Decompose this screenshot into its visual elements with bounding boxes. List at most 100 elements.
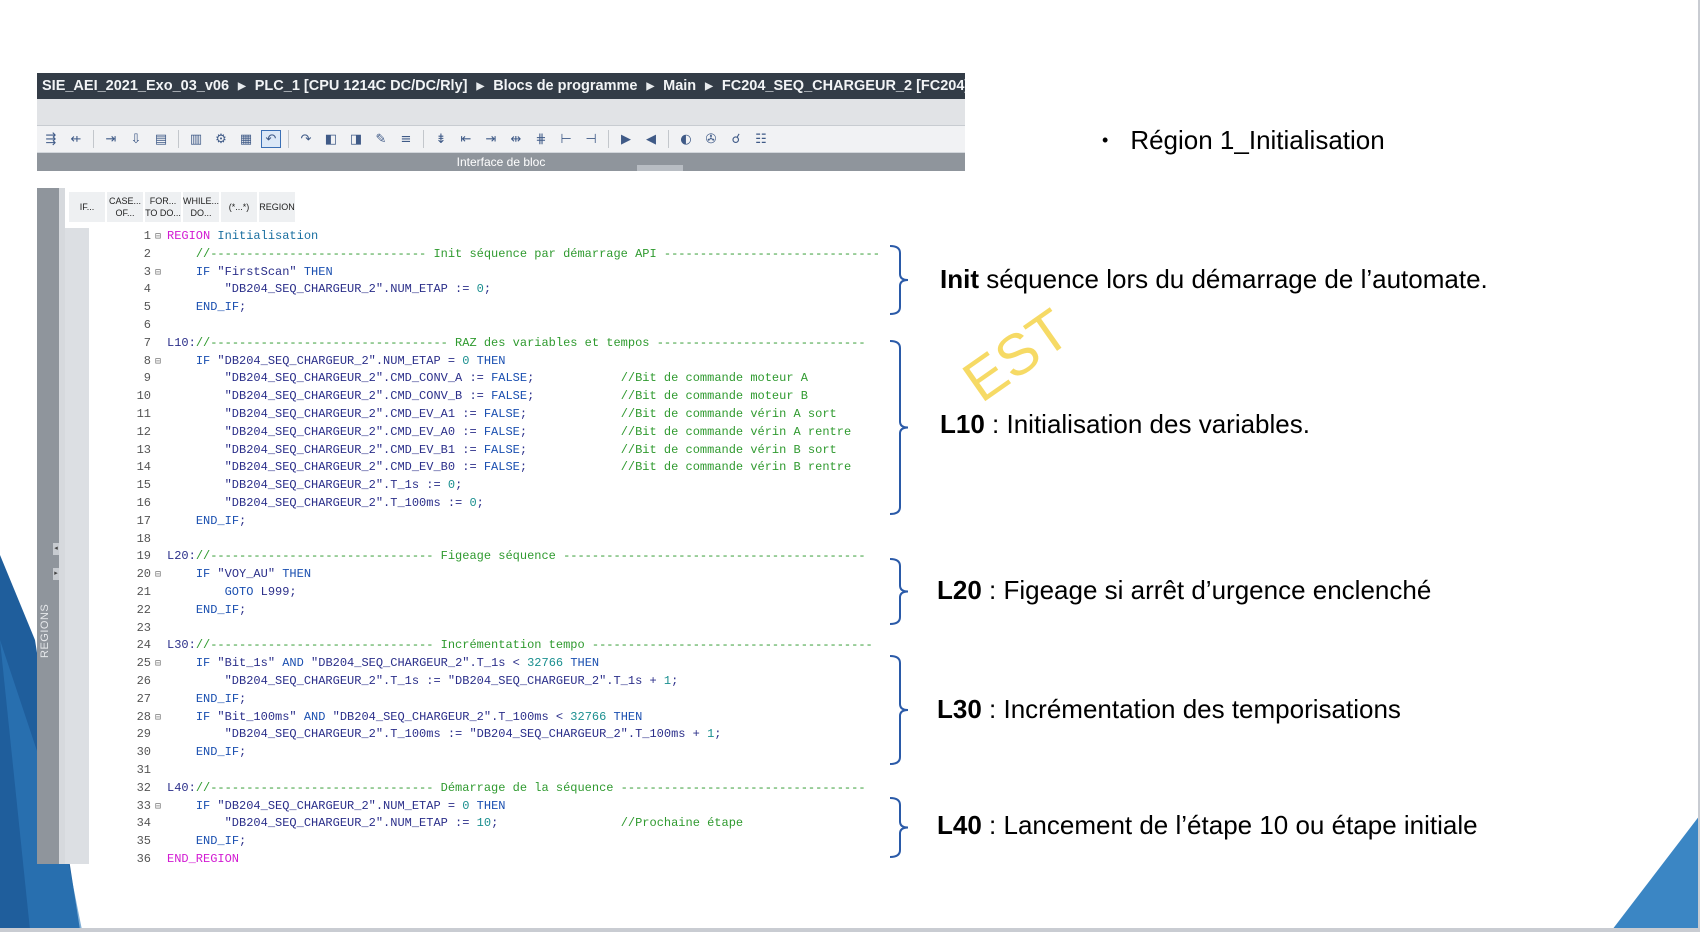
watch-icon[interactable]: ✇ — [705, 131, 717, 147]
monitor-icon[interactable]: ▥ — [189, 131, 203, 147]
code-line[interactable]: 35 END_IF; — [91, 833, 965, 851]
code-line[interactable]: 22 END_IF; — [91, 602, 965, 620]
insert-network-icon[interactable]: ⇶ — [45, 131, 57, 147]
code-text[interactable]: "DB204_SEQ_CHARGEUR_2".NUM_ETAP := 10; /… — [167, 816, 744, 831]
fold-toggle-icon[interactable]: ⊟ — [155, 658, 162, 670]
align-icon[interactable]: ⇹ — [510, 131, 522, 147]
code-text[interactable]: "DB204_SEQ_CHARGEUR_2".CMD_EV_B1 := FALS… — [167, 442, 837, 457]
code-text[interactable]: "DB204_SEQ_CHARGEUR_2".T_100ms := 0; — [167, 495, 484, 510]
code-text[interactable]: "DB204_SEQ_CHARGEUR_2".CMD_CONV_A := FAL… — [167, 371, 808, 386]
block-interface-bar[interactable]: Interface de bloc — [37, 153, 965, 171]
breadcrumb-item[interactable]: SIE_AEI_2021_Exo_03_v06 — [42, 78, 230, 94]
code-line[interactable]: 2 //------------------------------ Init … — [91, 246, 965, 264]
code-text[interactable]: END_IF; — [195, 834, 247, 849]
breadcrumb-item[interactable]: Blocs de programme — [493, 78, 638, 94]
code-text[interactable]: END_IF; — [195, 602, 247, 617]
code-text[interactable]: GOTO L999; — [224, 584, 297, 599]
code-text[interactable]: IF "DB204_SEQ_CHARGEUR_2".NUM_ETAP = 0 T… — [195, 353, 506, 368]
breakpoint-gutter[interactable] — [65, 228, 89, 864]
breadcrumb-item[interactable]: PLC_1 [CPU 1214C DC/DC/Rly] — [254, 78, 468, 94]
uncomment-icon[interactable]: ⇟ — [435, 131, 447, 147]
snippet-icon[interactable]: ▦ — [239, 131, 253, 147]
code-text[interactable]: L30://------------------------------- In… — [167, 638, 873, 653]
code-line[interactable]: 9 "DB204_SEQ_CHARGEUR_2".CMD_CONV_A := F… — [91, 370, 965, 388]
code-text[interactable]: "DB204_SEQ_CHARGEUR_2".T_1s := 0; — [167, 478, 463, 493]
error-prev-icon[interactable]: ↶ — [261, 130, 281, 148]
code-line[interactable]: 29 "DB204_SEQ_CHARGEUR_2".T_100ms := "DB… — [91, 726, 965, 744]
code-text[interactable]: END_IF; — [195, 691, 247, 706]
code-text[interactable]: END_REGION — [167, 851, 240, 864]
code-line[interactable]: 6 — [91, 317, 965, 335]
code-line[interactable]: 27 END_IF; — [91, 691, 965, 709]
code-text[interactable]: "DB204_SEQ_CHARGEUR_2".NUM_ETAP := 0; — [167, 282, 492, 297]
code-line[interactable]: 10 "DB204_SEQ_CHARGEUR_2".CMD_CONV_B := … — [91, 388, 965, 406]
regions-expand-icon[interactable]: ▸ — [53, 568, 59, 580]
collapse-icon[interactable]: ⊢ — [560, 131, 572, 147]
fold-toggle-icon[interactable]: ⊟ — [155, 711, 162, 723]
keyword-button[interactable]: CASE... OF... — [107, 192, 143, 222]
code-line[interactable]: 25⊟ IF "Bit_1s" AND "DB204_SEQ_CHARGEUR_… — [91, 655, 965, 673]
code-line[interactable]: 5 END_IF; — [91, 299, 965, 317]
bookmark-prev-icon[interactable]: ◧ — [324, 131, 338, 147]
code-line[interactable]: 17 END_IF; — [91, 513, 965, 531]
error-next-icon[interactable]: ↷ — [300, 131, 312, 147]
code-text[interactable]: END_IF; — [195, 745, 247, 760]
regions-panel[interactable]: REGIONS ◂ ▸ — [37, 188, 59, 864]
code-line[interactable]: 23 — [91, 620, 965, 638]
code-text[interactable]: "DB204_SEQ_CHARGEUR_2".CMD_EV_B0 := FALS… — [167, 460, 852, 475]
code-text[interactable]: L40://------------------------------- Dé… — [167, 780, 866, 795]
download-icon[interactable]: ⇩ — [130, 131, 142, 147]
regions-collapse-icon[interactable]: ◂ — [53, 543, 59, 555]
step-icon[interactable]: ▶ — [621, 131, 631, 147]
code-line[interactable]: 34 "DB204_SEQ_CHARGEUR_2".NUM_ETAP := 10… — [91, 815, 965, 833]
comment-icon[interactable]: ≡ — [400, 131, 412, 147]
code-line[interactable]: 21 GOTO L999; — [91, 584, 965, 602]
scl-editor[interactable]: REGIONS ◂ ▸ IF...CASE... OF...FOR... TO … — [37, 188, 965, 864]
delete-network-icon[interactable]: ⇷ — [70, 131, 82, 147]
code-line[interactable]: 30 END_IF; — [91, 744, 965, 762]
code-text[interactable]: IF "FirstScan" THEN — [195, 264, 333, 279]
fold-toggle-icon[interactable]: ⊟ — [155, 231, 162, 242]
code-text[interactable]: "DB204_SEQ_CHARGEUR_2".T_100ms := "DB204… — [167, 727, 722, 742]
code-line[interactable]: 16 "DB204_SEQ_CHARGEUR_2".T_100ms := 0; — [91, 495, 965, 513]
import-icon[interactable]: ⇥ — [105, 131, 117, 147]
code-text[interactable]: "DB204_SEQ_CHARGEUR_2".T_1s := "DB204_SE… — [167, 673, 679, 688]
code-line[interactable]: 11 "DB204_SEQ_CHARGEUR_2".CMD_EV_A1 := F… — [91, 406, 965, 424]
code-line[interactable]: 8⊟ IF "DB204_SEQ_CHARGEUR_2".NUM_ETAP = … — [91, 353, 965, 371]
keyword-button[interactable]: IF... — [69, 192, 105, 222]
code-line[interactable]: 18 — [91, 531, 965, 549]
keyword-button[interactable]: REGION — [259, 192, 295, 222]
ladder-icon[interactable]: ☷ — [755, 131, 767, 147]
code-line[interactable]: 13 "DB204_SEQ_CHARGEUR_2".CMD_EV_B1 := F… — [91, 442, 965, 460]
fold-toggle-icon[interactable]: ⊟ — [155, 569, 162, 581]
code-text[interactable]: //------------------------------ Init sé… — [195, 246, 880, 261]
code-line[interactable]: 15 "DB204_SEQ_CHARGEUR_2".T_1s := 0; — [91, 477, 965, 495]
expand-icon[interactable]: ⋕ — [535, 131, 547, 147]
breadcrumb-item[interactable]: Main — [663, 78, 697, 94]
code-line[interactable]: 33⊟ IF "DB204_SEQ_CHARGEUR_2".NUM_ETAP =… — [91, 798, 965, 816]
code-text[interactable]: L10://--------------------------------- … — [167, 335, 866, 350]
code-line[interactable]: 1⊟REGION Initialisation — [91, 228, 965, 246]
code-line[interactable]: 28⊟ IF "Bit_100ms" AND "DB204_SEQ_CHARGE… — [91, 709, 965, 727]
keyword-button[interactable]: WHILE... DO... — [183, 192, 219, 222]
force-icon[interactable]: ☌ — [731, 131, 741, 147]
code-line[interactable]: 4 "DB204_SEQ_CHARGEUR_2".NUM_ETAP := 0; — [91, 281, 965, 299]
indent-icon[interactable]: ⇤ — [460, 131, 472, 147]
fold-toggle-icon[interactable]: ⊟ — [155, 800, 162, 812]
fold-toggle-icon[interactable]: ⊟ — [155, 355, 162, 367]
code-text[interactable]: REGION Initialisation — [167, 229, 319, 243]
bookmark-next-icon[interactable]: ◨ — [349, 131, 363, 147]
code-text[interactable]: END_IF; — [195, 513, 247, 528]
code-line[interactable]: 20⊟ IF "VOY_AU" THEN — [91, 566, 965, 584]
code-line[interactable]: 26 "DB204_SEQ_CHARGEUR_2".T_1s := "DB204… — [91, 673, 965, 691]
code-text[interactable]: "DB204_SEQ_CHARGEUR_2".CMD_EV_A1 := FALS… — [167, 406, 837, 421]
breadcrumb-item[interactable]: FC204_SEQ_CHARGEUR_2 [FC204] — [721, 78, 965, 94]
code-text[interactable]: L20://------------------------------- Fi… — [167, 549, 866, 564]
outdent-icon[interactable]: ⇥ — [485, 131, 497, 147]
keyword-button[interactable]: (*...*) — [221, 192, 257, 222]
